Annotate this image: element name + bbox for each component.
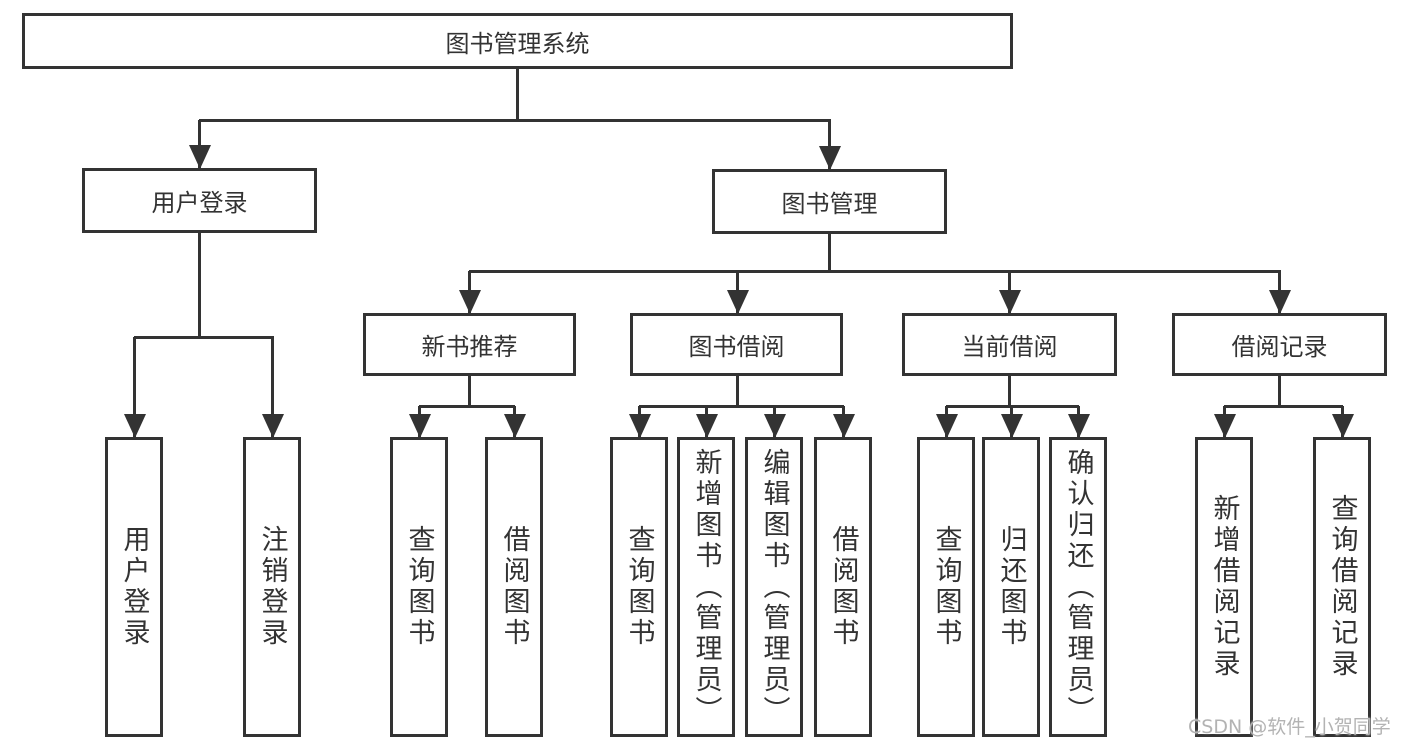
connector-records-splitter xyxy=(1224,405,1343,408)
leaf-add-borrow-record: 新增借阅记录 xyxy=(1195,437,1253,737)
node-new-book-recommend: 新书推荐 xyxy=(363,313,576,376)
leaf-borrow-books: 借阅图书 xyxy=(814,437,872,737)
node-book-management: 图书管理 xyxy=(712,169,947,234)
arrow-down-icon xyxy=(1077,406,1080,437)
connector-user-login-splitter xyxy=(134,336,274,339)
arrow-down-icon xyxy=(1341,406,1344,437)
leaf-logout: 注销登录 xyxy=(243,437,301,737)
arrow-down-icon xyxy=(945,406,948,437)
arrow-down-icon xyxy=(1223,406,1226,437)
arrow-down-icon xyxy=(1278,271,1281,313)
connector-recommend-stem xyxy=(468,376,471,408)
connector-level3-splitter xyxy=(469,270,1281,273)
arrow-down-icon xyxy=(736,271,739,313)
connector-root-stem xyxy=(516,69,519,122)
leaf-borrow-books: 借阅图书 xyxy=(485,437,543,737)
arrow-down-icon xyxy=(468,271,471,313)
connector-current-stem xyxy=(1008,376,1011,408)
leaf-query-books: 查询图书 xyxy=(390,437,448,737)
arrow-down-icon xyxy=(133,337,136,437)
leaf-query-books: 查询图书 xyxy=(917,437,975,737)
arrow-down-icon xyxy=(705,406,708,437)
arrow-down-icon xyxy=(828,120,831,169)
leaf-edit-books-admin: 编辑图书（管理员） xyxy=(745,437,803,737)
watermark: CSDN @软件_小贺同学 xyxy=(1188,716,1391,738)
connector-recommend-splitter xyxy=(419,405,515,408)
connector-records-stem xyxy=(1278,376,1281,408)
node-current-borrow: 当前借阅 xyxy=(902,313,1117,376)
arrow-down-icon xyxy=(418,406,421,437)
leaf-add-books-admin: 新增图书（管理员） xyxy=(677,437,735,737)
leaf-confirm-return-admin: 确认归还（管理员） xyxy=(1049,437,1107,737)
arrow-down-icon xyxy=(842,406,845,437)
node-library-system: 图书管理系统 xyxy=(22,13,1013,69)
connector-user-login-stem xyxy=(198,233,201,339)
leaf-user-login: 用户登录 xyxy=(105,437,163,737)
connector-borrow-splitter xyxy=(639,405,844,408)
arrow-down-icon xyxy=(271,337,274,437)
connector-borrow-stem xyxy=(736,376,739,408)
connector-book-management-stem xyxy=(828,234,831,273)
arrow-down-icon xyxy=(1008,271,1011,313)
node-user-login: 用户登录 xyxy=(82,168,317,233)
arrow-down-icon xyxy=(513,406,516,437)
arrow-down-icon xyxy=(638,406,641,437)
leaf-return-books: 归还图书 xyxy=(982,437,1040,737)
leaf-query-books: 查询图书 xyxy=(610,437,668,737)
node-book-borrow: 图书借阅 xyxy=(630,313,843,376)
node-borrow-records: 借阅记录 xyxy=(1172,313,1387,376)
arrow-down-icon xyxy=(773,406,776,437)
arrow-down-icon xyxy=(1010,406,1013,437)
connector-level2-splitter xyxy=(199,119,831,122)
leaf-query-borrow-record: 查询借阅记录 xyxy=(1313,437,1371,737)
arrow-down-icon xyxy=(198,120,201,168)
